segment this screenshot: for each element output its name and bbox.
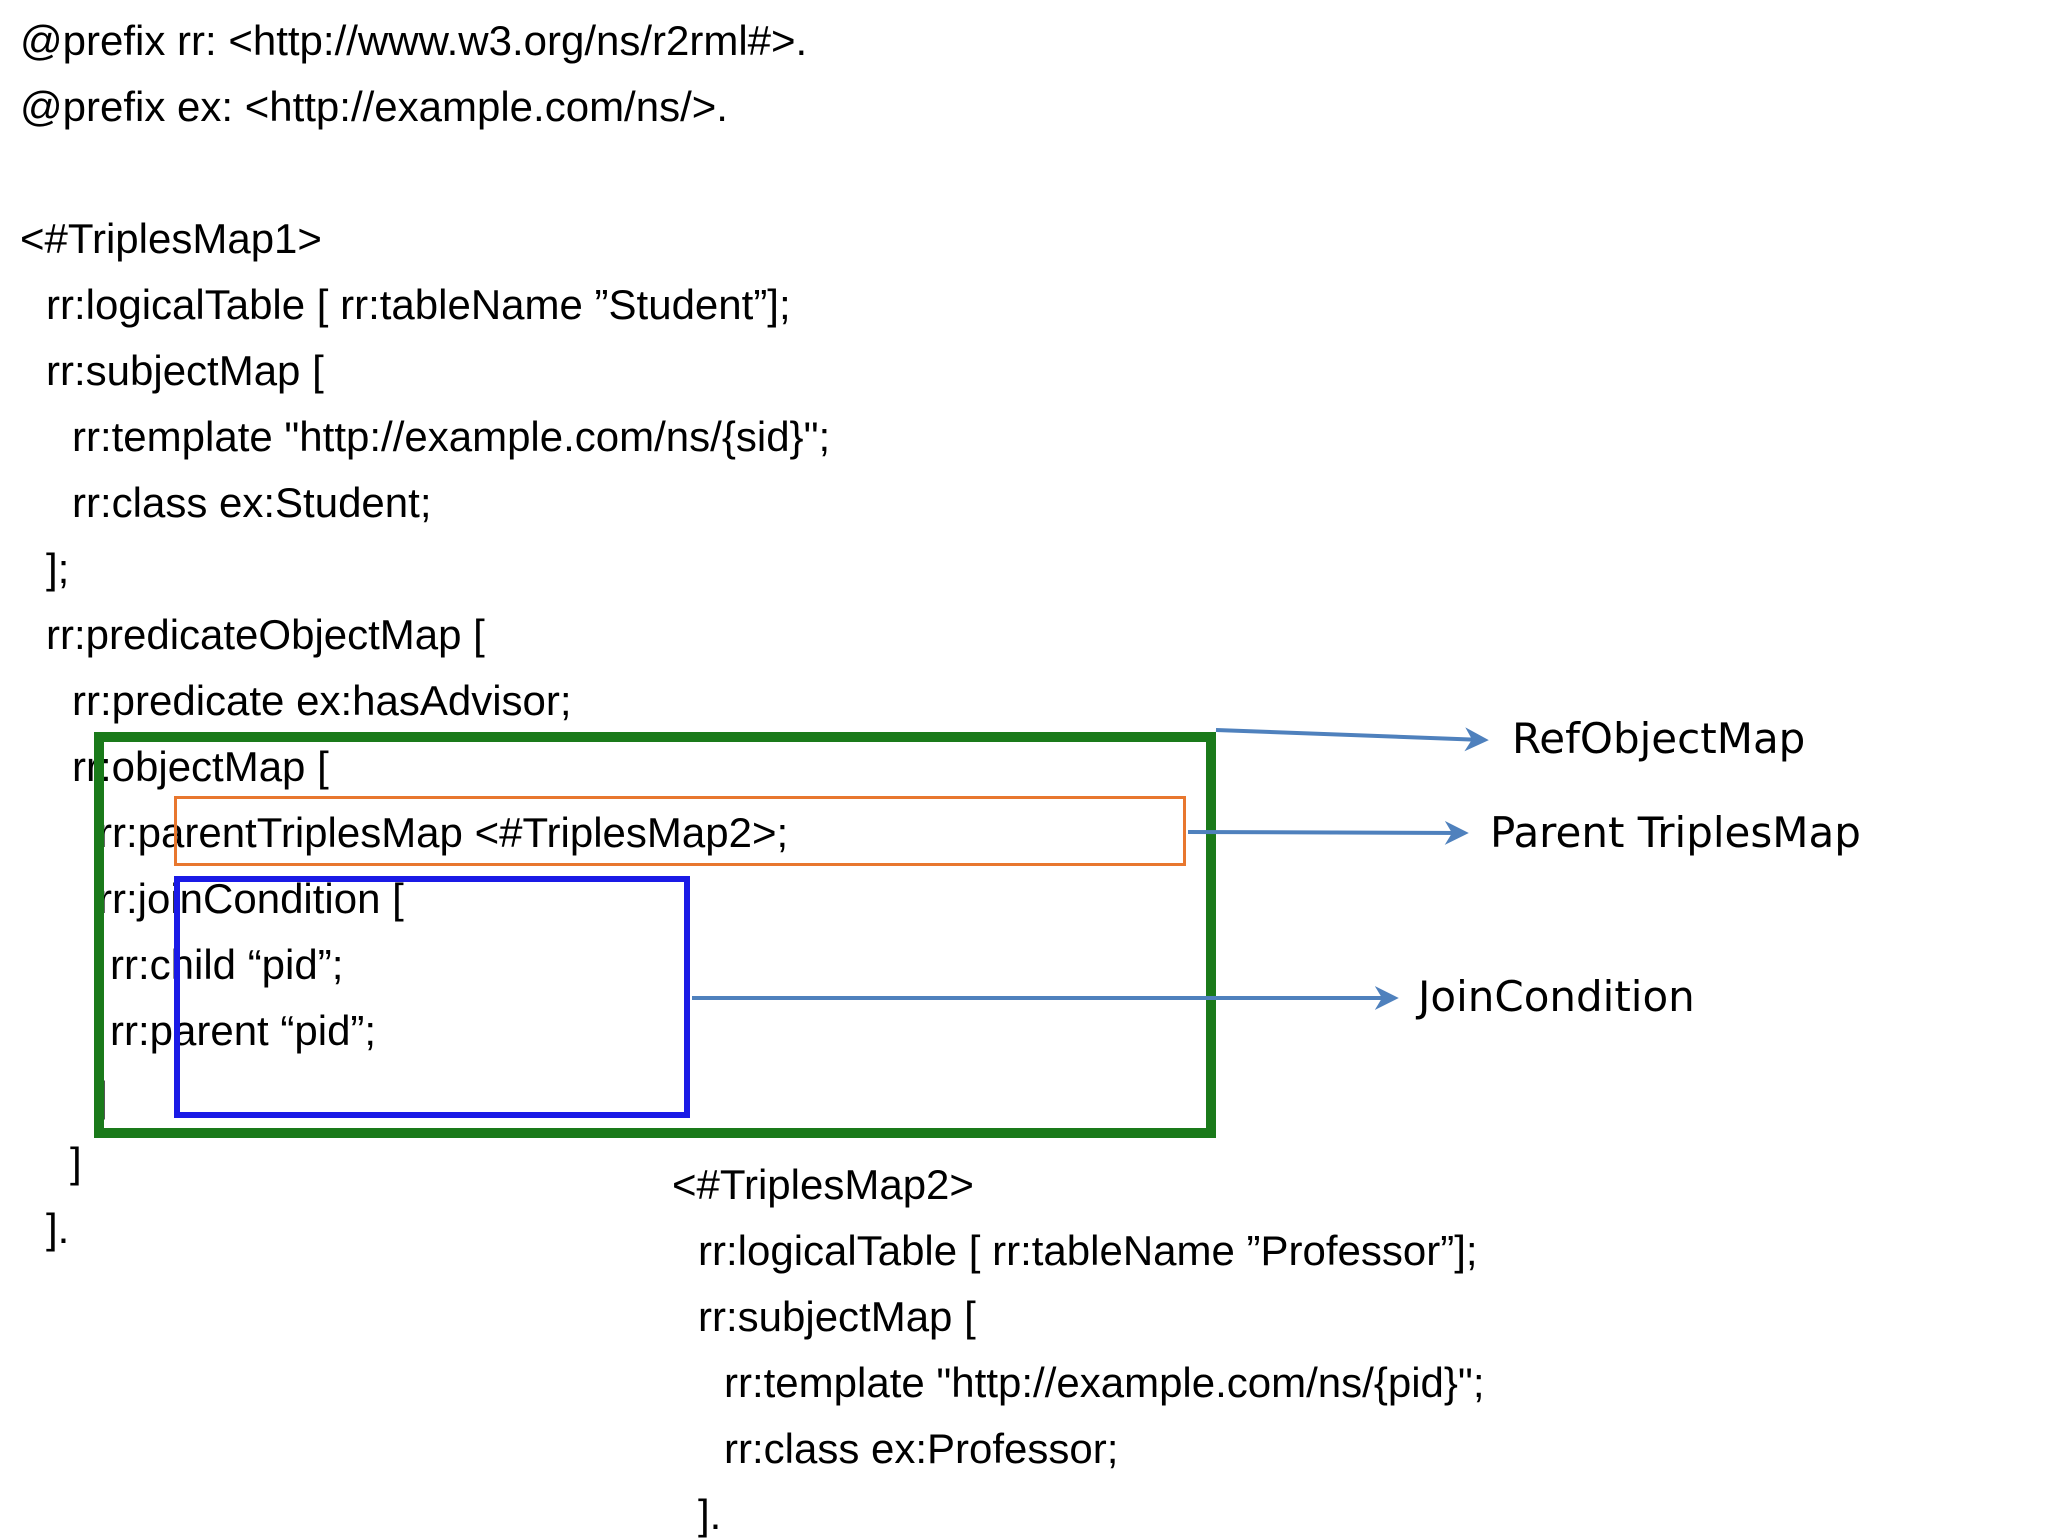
parent-triples-map-label: Parent TriplesMap [1490, 808, 1861, 857]
code-line: rr:class ex:Professor; [724, 1425, 1119, 1472]
code-line: rr:parent “pid”; [110, 1007, 377, 1054]
arrow-parent-triples-map [1187, 820, 1469, 845]
ref-object-map-box [94, 732, 1216, 1138]
code-line: rr:template "http://example.com/ns/{sid}… [72, 413, 831, 460]
code-line: rr:logicalTable [ rr:tableName ”Professo… [698, 1227, 1478, 1274]
code-line: rr:template "http://example.com/ns/{pid}… [724, 1359, 1485, 1406]
code-line: rr:child “pid”; [110, 941, 344, 988]
code-line: @prefix ex: <http://example.com/ns/>. [20, 83, 728, 130]
code-line: rr:subjectMap [ [698, 1293, 976, 1340]
code-line: ] [70, 1139, 82, 1186]
code-line: <#TriplesMap2> [672, 1161, 974, 1208]
join-condition-box [174, 876, 690, 1118]
code-line: <#TriplesMap1> [20, 215, 322, 262]
code-line: rr:subjectMap [ [46, 347, 324, 394]
arrow-ref-object-map [1215, 727, 1489, 752]
join-condition-label: JoinCondition [1418, 972, 1695, 1021]
code-line: ]; [46, 545, 70, 592]
code-line: rr:predicateObjectMap [ [46, 611, 485, 658]
code-line: rr:class ex:Student; [72, 479, 432, 526]
code-line: @prefix rr: <http://www.w3.org/ns/r2rml#… [20, 17, 808, 64]
parent-triples-map-box [174, 796, 1186, 866]
code-line: rr:parentTriplesMap <#TriplesMap2>; [98, 809, 789, 856]
code-line: rr:predicate ex:hasAdvisor; [72, 677, 572, 724]
code-line: rr:logicalTable [ rr:tableName ”Student”… [46, 281, 791, 328]
ref-object-map-label: RefObjectMap [1512, 714, 1806, 763]
code-line: ]. [698, 1491, 722, 1538]
code-line: ]. [46, 1205, 70, 1252]
code-line: rr:joinCondition [ [98, 875, 404, 922]
code-line: rr:objectMap [ [72, 743, 329, 790]
